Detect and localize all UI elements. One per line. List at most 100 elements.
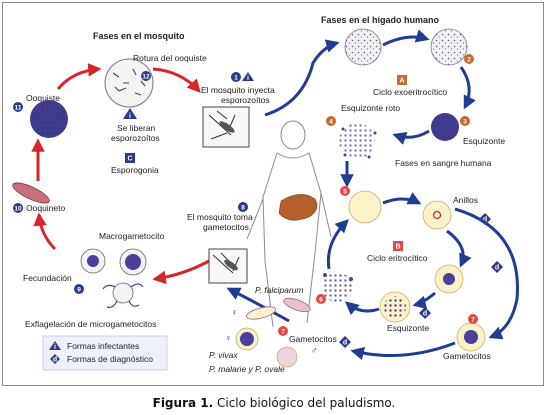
diag-diamond-gametocytes-letter: d: [343, 340, 347, 347]
badge-A-label: A: [399, 78, 404, 85]
arrow-schizont-to-rupture-blood: [344, 301, 380, 316]
marker-2-label: 2: [467, 57, 471, 64]
figure-frame: Fases en el mosquito Fases en el hígado …: [2, 2, 544, 386]
heading-liver: Fases en el hígado humano: [321, 15, 440, 25]
label-esquizonte-liver: Esquizonte: [463, 136, 505, 146]
legend: i Formas infectantes d Formas de diagnós…: [42, 335, 168, 371]
marker-5: [340, 186, 350, 196]
marker-7: [468, 314, 478, 324]
marker-9-label: 9: [77, 287, 81, 294]
legend-infective-letter: i: [54, 344, 56, 351]
symbol-female-vivax: ♀: [225, 333, 232, 343]
liver-organ: [278, 194, 318, 221]
label-p-malarie-ovale: P. malarie y P. ovale: [209, 364, 285, 374]
marker-1-triangle: [242, 72, 254, 81]
falciparum-male-gametocyte: [283, 297, 311, 313]
marker-4-label: 4: [329, 119, 333, 126]
ruptured-schizont: [339, 123, 377, 159]
marker-3-label: 3: [463, 119, 467, 126]
label-rotura-ooquiste: Rotura del ooquiste: [133, 53, 207, 63]
diag-diamond-right: [491, 261, 503, 273]
legend-infectantes: Formas infectantes: [67, 341, 139, 351]
legend-diagnostic-icon: [50, 354, 60, 364]
label-exflagelacion: Exflagelación de microgametocitos: [25, 319, 156, 329]
label-esquizonte-blood: Esquizonte: [387, 323, 429, 333]
figure-caption: Figura 1. Ciclo biológico del paludismo.: [0, 396, 548, 410]
label-p-falciparum: P. falciparum: [255, 285, 304, 295]
arrow-rings-to-trophozoite: [446, 229, 472, 268]
figure-caption-text: Ciclo biológico del paludismo.: [217, 396, 396, 410]
red-blood-cell-merozoite: [348, 190, 382, 224]
marker-1: [231, 72, 241, 82]
badge-C: [125, 153, 135, 163]
badge-B-label: B: [395, 244, 400, 251]
figure-number: Figura 1.: [152, 396, 214, 410]
marker-4: [326, 116, 336, 126]
arrow-fecundacion-to-ooquineto: [33, 212, 57, 251]
marker-1-triangle-letter: i: [247, 75, 249, 82]
legend-infective-icon: [49, 341, 61, 350]
human-figure: [246, 120, 332, 328]
label-esporozoitos: esporozoítos: [111, 133, 160, 143]
fertilization-cell: [80, 248, 106, 274]
label-macrogametocito: Macrogametocito: [99, 231, 164, 241]
marker-12: [141, 71, 151, 81]
marker-12-label: 12: [142, 74, 150, 81]
arrow-rbc-to-rings: [382, 192, 422, 205]
arrow-rings-to-gametocytes: [454, 207, 519, 340]
arrow-gametocytes-bottom: [350, 341, 456, 361]
arrow-liver1-to-liver2: [382, 29, 430, 47]
label-esquizonte-roto: Esquizonte roto: [341, 103, 400, 113]
arrow-schizont-to-ruptured: [392, 129, 430, 145]
label-se-liberan: Se liberan: [117, 123, 156, 133]
macrogametocyte-cell: [119, 248, 147, 276]
marker-7b: [278, 326, 288, 336]
marker-9: [74, 284, 84, 294]
diag-diamond-right-letter: d: [495, 265, 499, 272]
legend-diagnostic-letter: d: [53, 357, 57, 364]
heading-blood: Fases en sangre humana: [395, 158, 492, 168]
arrow-rupture-to-injection: [152, 67, 201, 94]
marker-11-label: 11: [15, 105, 22, 112]
marker-8-label: 8: [241, 205, 245, 212]
infective-triangle-icon: [123, 108, 137, 119]
vivax-male-gametocyte: [276, 346, 298, 368]
ring-stage-cell: [422, 200, 452, 230]
diag-diamond-rings-letter: d: [483, 217, 487, 224]
marker-1-label: 1: [234, 75, 238, 82]
legend-box: [42, 335, 168, 371]
trophozoite-cell: [434, 264, 464, 294]
label-ooquiste: Ooquiste: [26, 93, 60, 103]
arrow-ooquiste-to-rupture: [56, 63, 102, 90]
oocyst-cell: [30, 100, 68, 138]
marker-8: [238, 202, 248, 212]
falciparum-female-gametocyte: [246, 306, 276, 320]
label-gametocitos-left: Gametocitos: [289, 334, 337, 344]
label-ooquineto: Ooquineto: [26, 203, 65, 213]
arrow-gametocytes-to-mosquito: [226, 287, 290, 323]
marker-7-label: 7: [471, 317, 475, 324]
legend-diagnostico: Formas de diagnóstico: [67, 354, 153, 364]
oocyst-rupture-cell: [104, 58, 154, 108]
mosquito-bite-inset-bottom: [208, 248, 248, 284]
marker-5-label: 5: [343, 189, 347, 196]
arrow-rupture-to-rbc: [326, 219, 349, 270]
blood-schizont-cell: [379, 291, 411, 323]
badge-A: [397, 75, 407, 85]
marker-i-1: i: [129, 113, 131, 120]
marker-3: [460, 116, 470, 126]
label-anillos: Anillos: [453, 195, 478, 205]
liver-cell-2: [430, 28, 468, 66]
diag-diamond-schizont-letter: d: [423, 311, 427, 318]
ookinete-cell: [12, 182, 50, 204]
liver-cell-1: [344, 28, 382, 66]
label-ciclo-eritrocitico: Ciclo eritrocítico: [367, 253, 428, 263]
marker-6: [316, 294, 326, 304]
label-toma-gametocitos: gametocitos: [203, 222, 249, 232]
label-mosquito-toma: El mosquito toma: [187, 212, 253, 222]
label-mosquito-inyecta: El mosquito inyecta: [201, 85, 275, 95]
mosquito-bite-inset-top: [202, 106, 250, 148]
badge-C-label: C: [127, 156, 132, 163]
vivax-female-nucleus: [240, 332, 254, 346]
arrow-liver2-to-schizont: [459, 66, 476, 110]
